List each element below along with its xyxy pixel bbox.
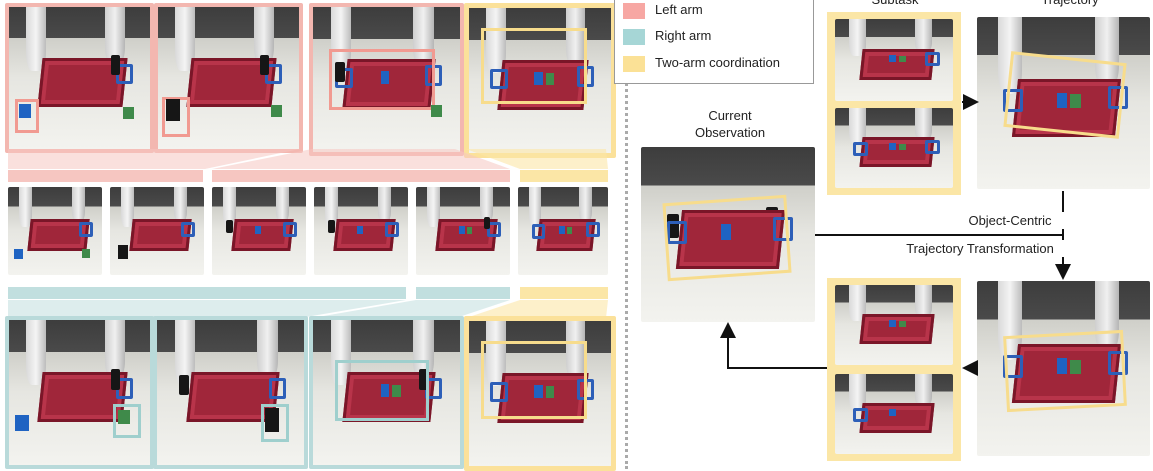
highlight-box: [15, 99, 39, 133]
green-cube: [123, 107, 134, 119]
connector-top: [8, 149, 608, 169]
highlight-box: [335, 360, 429, 421]
scene-mid-5: [416, 187, 510, 275]
current-observation-line1: Current: [708, 108, 752, 123]
highlight-box: [481, 341, 587, 419]
scene-mid-4: [314, 187, 408, 275]
left-arm-bar: [212, 170, 510, 182]
scene-mid-3: [212, 187, 306, 275]
legend-swatch-two-arm: [623, 56, 645, 72]
trajectory-scene-top: [977, 17, 1150, 189]
highlight-box: [261, 404, 289, 442]
scene-mid-2: [110, 187, 204, 275]
subtask-scene-4: [835, 374, 953, 454]
current-observation-label: Current Observation: [680, 107, 780, 141]
subtask-scene-3: [835, 285, 953, 365]
scene-top-3: [309, 3, 464, 156]
right-arm-bar: [416, 287, 510, 299]
current-observation-scene: [641, 147, 815, 322]
legend-label-right-arm: Right arm: [655, 28, 712, 43]
current-observation-line2: Observation: [694, 125, 766, 140]
legend: Left arm Right arm Two-arm coordination: [614, 0, 814, 84]
scene-mid-6: [518, 187, 608, 275]
left-arm-bar: [8, 170, 203, 182]
legend-swatch-right-arm: [623, 29, 645, 45]
transform-label-line1: Object-Centric: [950, 212, 1070, 229]
subtask-top-panel: [827, 12, 961, 195]
scene-bottom-1: [5, 316, 154, 469]
panel-divider: [625, 0, 628, 469]
highlight-box: [329, 49, 435, 110]
gripper: [166, 99, 180, 121]
blue-cube: [15, 415, 29, 431]
subtask-bottom-panel: [827, 278, 961, 461]
legend-swatch-left-arm: [623, 3, 645, 19]
legend-label-left-arm: Left arm: [655, 2, 703, 17]
two-arm-bar: [520, 287, 608, 299]
flow-arrows: [720, 94, 1071, 376]
scene-bottom-4: [464, 316, 616, 471]
legend-label-two-arm: Two-arm coordination: [655, 55, 780, 70]
gripper: [265, 408, 279, 432]
scene-bottom-2: [153, 316, 308, 469]
scene-top-2: [154, 3, 303, 153]
scene-mid-1: [8, 187, 102, 275]
scene-top-1: [5, 3, 154, 153]
green-cube: [271, 105, 282, 117]
highlight-box: [162, 97, 190, 137]
subtask-scene-2: [835, 108, 953, 188]
green-cube: [431, 105, 442, 117]
highlight-box: [113, 404, 141, 438]
highlight-box: [481, 28, 587, 104]
scene-bottom-3: [309, 316, 464, 469]
transform-label-line2: Trajectory Transformation: [895, 240, 1065, 257]
right-arm-bar: [8, 287, 406, 299]
subtask-scene-1: [835, 19, 953, 101]
subtask-label: Subtask: [845, 0, 945, 8]
scene-top-4: [464, 3, 616, 158]
trajectory-scene-bottom: [977, 281, 1150, 456]
top-demo-group-left-arm: [5, 3, 305, 153]
green-cube: [118, 410, 130, 424]
two-arm-bar: [520, 170, 608, 182]
trajectory-label: Trajectory: [1010, 0, 1130, 8]
blue-cube: [19, 104, 31, 118]
connector-bottom: [8, 300, 608, 318]
